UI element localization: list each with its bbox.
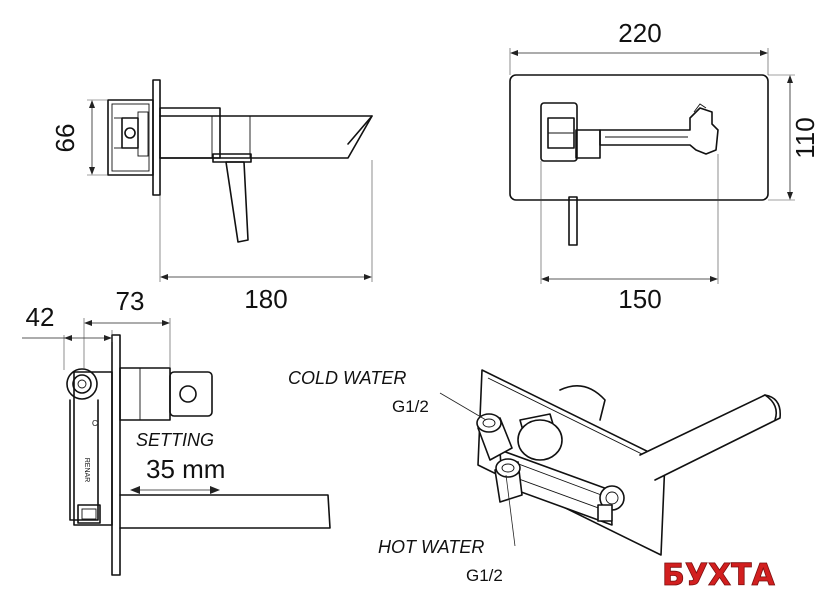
top-rough-in-box: [73, 371, 113, 526]
dim-top-offset-large: 73: [116, 286, 145, 316]
top-wall-plate: [111, 334, 121, 576]
dim-front-spout-width: 150: [618, 284, 661, 314]
side-wall-plate: [152, 79, 161, 196]
front-lever: [568, 196, 578, 246]
label-cold-thread: G1/2: [392, 397, 429, 416]
watermark-logo: БУХТА: [662, 558, 776, 594]
dim-front-width: 220: [618, 18, 661, 48]
dim-front-height: 110: [790, 117, 820, 158]
isometric-view: COLD WATER G1/2 HOT WATER G1/2: [288, 368, 782, 585]
side-spout: [159, 115, 373, 159]
front-plate: [509, 74, 769, 201]
label-hot-water: HOT WATER: [378, 537, 484, 557]
top-view: RENAR C 42 73 SETTING 35 mm: [22, 286, 331, 576]
top-connector: [66, 368, 98, 400]
dim-top-offset-small: 42: [26, 302, 55, 332]
front-mixer-body: [540, 102, 578, 162]
dim-setting-range: 35 mm: [146, 454, 225, 484]
dim-side-length: 180: [244, 284, 287, 314]
top-spout: [119, 494, 331, 529]
dim-side-height: 66: [50, 124, 80, 153]
side-lever: [225, 161, 249, 243]
iso-spout: [639, 394, 782, 481]
side-view: 66 180: [50, 79, 373, 314]
label-cold-water: COLD WATER: [288, 368, 406, 388]
top-cartridge: [119, 367, 171, 421]
front-view: 220 110 150: [509, 18, 820, 314]
iso-hot-connector: [495, 458, 521, 478]
label-hot-thread: G1/2: [466, 566, 503, 585]
front-spout: [599, 107, 719, 155]
watermark-text: БУХТА: [662, 558, 776, 593]
svg-text:C: C: [92, 419, 98, 428]
side-valve-body: [107, 99, 154, 176]
label-setting: SETTING: [136, 430, 214, 450]
svg-text:RENAR: RENAR: [83, 458, 90, 483]
